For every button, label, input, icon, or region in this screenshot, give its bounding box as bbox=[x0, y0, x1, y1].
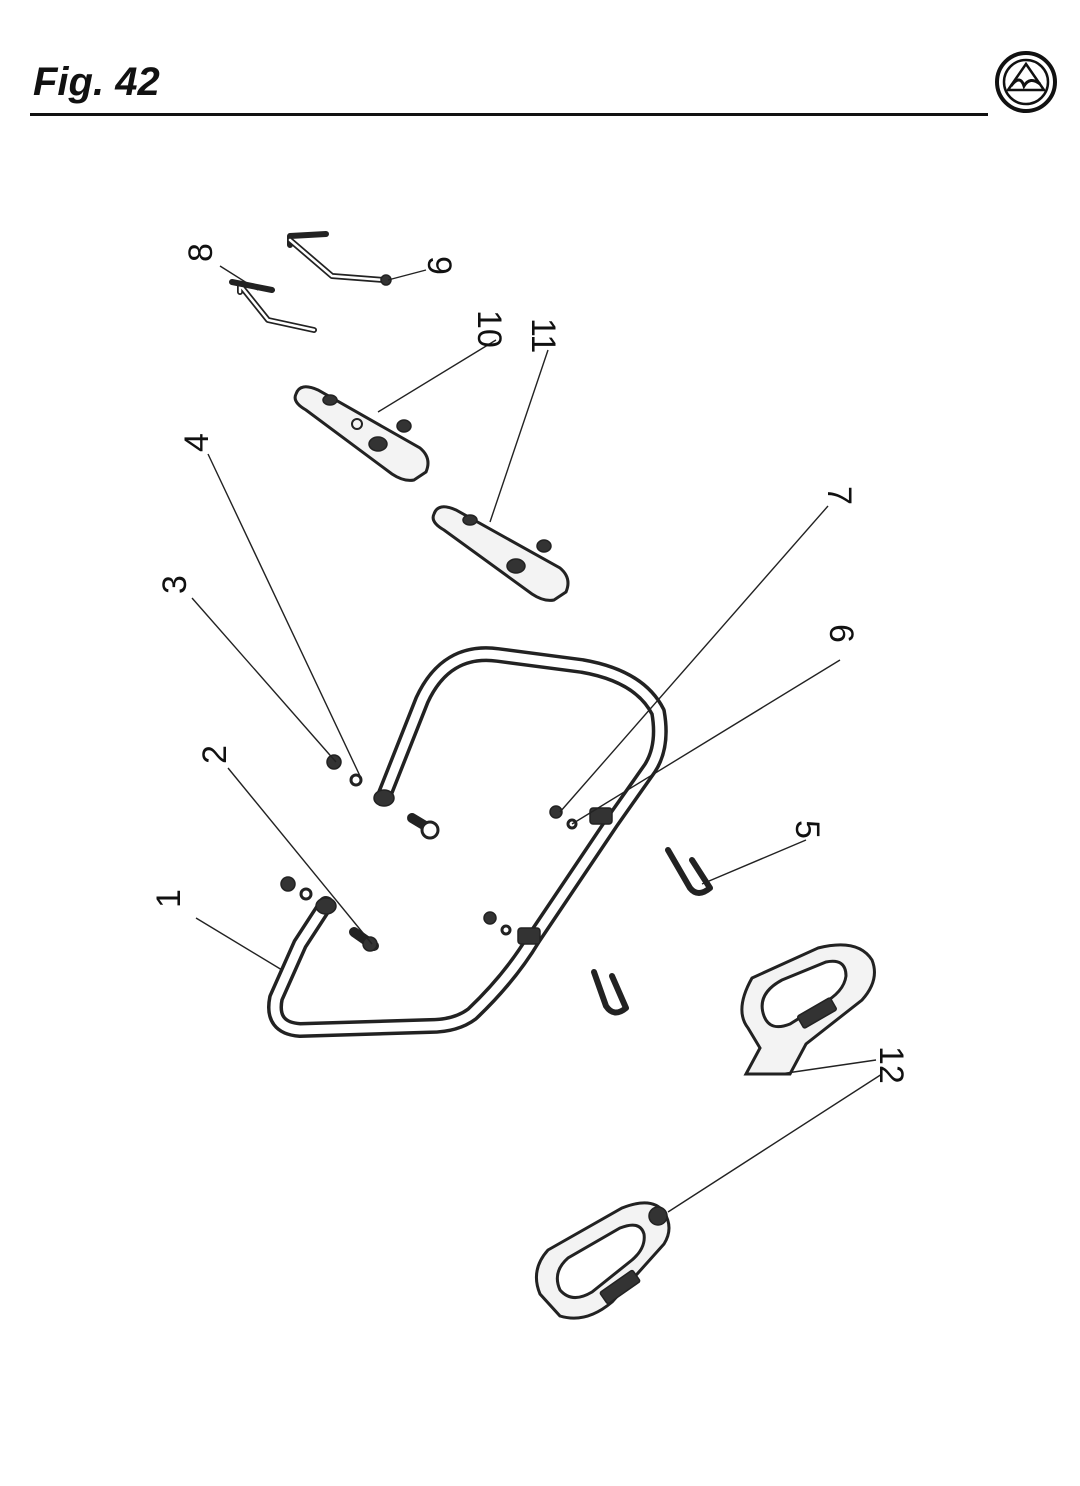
callout-5: 5 bbox=[788, 820, 826, 839]
part-4-washer bbox=[299, 773, 578, 936]
leader-lines bbox=[191, 265, 883, 1213]
part-11-rubber-pad bbox=[431, 505, 570, 602]
callout-12: 12 bbox=[872, 1046, 910, 1084]
part-12-footrest bbox=[534, 943, 876, 1320]
part-9-wire-clip bbox=[287, 231, 392, 286]
callout-3: 3 bbox=[156, 575, 194, 594]
callout-1: 1 bbox=[150, 889, 188, 908]
part-8-wire-clip bbox=[229, 279, 317, 333]
part-10-rubber-pad bbox=[293, 385, 430, 482]
part-3-nut bbox=[280, 754, 563, 925]
callout-8: 8 bbox=[182, 243, 220, 262]
callout-6: 6 bbox=[822, 624, 860, 643]
callout-7: 7 bbox=[820, 486, 858, 505]
manufacturer-emblem-icon bbox=[995, 51, 1057, 113]
title-rule bbox=[30, 113, 988, 116]
callout-4: 4 bbox=[178, 433, 216, 452]
figure-title: Fig. 42 bbox=[33, 60, 160, 104]
part-2-bolt bbox=[349, 813, 440, 952]
part-1-crash-bar bbox=[267, 646, 668, 1038]
callout-10: 10 bbox=[470, 310, 508, 348]
part-5-u-clamp bbox=[591, 847, 713, 1016]
callout-2: 2 bbox=[196, 745, 234, 764]
callout-11: 11 bbox=[524, 318, 562, 353]
callout-9: 9 bbox=[420, 256, 458, 275]
